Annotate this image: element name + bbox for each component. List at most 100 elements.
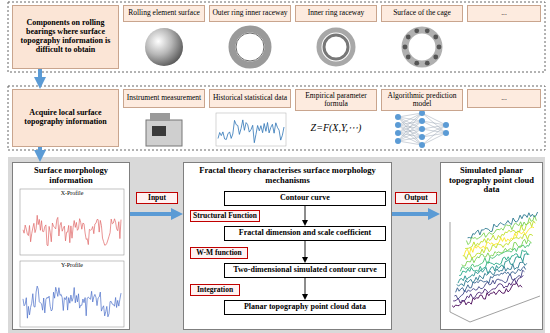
- text-label: Z=F(X,Y,⋯): [295, 122, 377, 133]
- network-link: [398, 121, 422, 141]
- node-text: Empirical parameter formula: [297, 92, 375, 109]
- gray-ground: [8, 157, 545, 333]
- network-neuron: [419, 126, 425, 132]
- network-link: [398, 113, 422, 141]
- network-neuron: [395, 138, 401, 144]
- node-text: Surface of the cage: [393, 9, 451, 17]
- node-text: Components on rolling bearings where sur…: [15, 19, 116, 55]
- topography-ridge: [454, 270, 524, 299]
- method-tag: Structural Function: [190, 210, 260, 222]
- chart-frame: [216, 113, 286, 146]
- item-cell: ...: [467, 89, 541, 108]
- ring-image: [324, 35, 348, 59]
- plot-axes: [450, 222, 540, 322]
- node-text: Integration: [197, 286, 233, 294]
- network-link: [398, 137, 422, 141]
- node-text: Instrument measurement: [127, 94, 201, 102]
- profile-line: [23, 286, 121, 318]
- topography-ridge: [456, 266, 526, 292]
- io-tag: Output: [395, 192, 437, 204]
- profile-line: [23, 215, 121, 245]
- instrument-image: [146, 120, 182, 146]
- topography-ridge: [465, 221, 535, 249]
- node-text: Algorithmic prediction model: [383, 92, 461, 109]
- header-cell: Acquire local surface topography informa…: [12, 89, 119, 147]
- flow-arrow: [38, 147, 42, 150]
- network-neuron: [419, 142, 425, 148]
- node-text: ...: [501, 9, 507, 17]
- flow-arrow: [392, 212, 428, 216]
- node-text: Rolling element surface: [128, 9, 200, 17]
- node-text: Historical statistical data: [213, 94, 287, 102]
- flow-arrow: [305, 278, 306, 294]
- instrument-image: [150, 113, 170, 121]
- cage-pocket: [425, 28, 430, 33]
- item-cell: Historical statistical data: [209, 89, 291, 108]
- network-link: [422, 113, 446, 133]
- text-label: Y-Profile: [20, 262, 124, 269]
- node-text: Simulated planar topography point cloud …: [444, 166, 539, 195]
- node-text: W-M function: [196, 249, 241, 257]
- network-neuron: [443, 122, 449, 128]
- process-box: Fractal dimension and scale coefficient: [224, 226, 386, 241]
- network-link: [398, 141, 422, 145]
- node-text: Fractal dimension and scale coefficient: [239, 229, 371, 238]
- topography-ridge: [466, 216, 536, 245]
- cage-pocket: [425, 61, 430, 66]
- instrument-image: [152, 126, 166, 136]
- item-cell: Outer ring inner raceway: [209, 5, 291, 22]
- network-link: [398, 125, 422, 145]
- topography-ridge: [452, 283, 522, 307]
- flow-arrow: [305, 206, 306, 220]
- cage-pocket: [433, 35, 438, 40]
- network-link: [422, 133, 446, 145]
- plot-frame: [20, 261, 124, 327]
- network-neuron: [419, 118, 425, 124]
- network-link: [398, 113, 422, 133]
- process-box: Planar topography point cloud data: [224, 300, 386, 315]
- panel-fill: [12, 162, 130, 330]
- cage-image: [405, 30, 439, 64]
- item-cell: ...: [467, 5, 541, 22]
- plot-frame: [20, 189, 124, 255]
- node-text: Planar topography point cloud data: [244, 303, 366, 312]
- header-cell: Components on rolling bearings where sur…: [12, 5, 119, 69]
- node-text: Two-dimensional simulated contour curve: [233, 266, 376, 275]
- flow-arrow: [38, 69, 42, 77]
- cage-pocket: [437, 45, 442, 50]
- network-neuron: [395, 122, 401, 128]
- io-tag: Input: [136, 192, 178, 204]
- item-cell: Empirical parameter formula: [295, 89, 377, 111]
- cage-pocket: [414, 28, 419, 33]
- cage-pocket: [414, 61, 419, 66]
- text-label: X-Profile: [20, 190, 124, 197]
- network-link: [398, 117, 422, 145]
- node-text: Structural Function: [193, 212, 257, 220]
- node-text: ...: [501, 94, 507, 102]
- network-neuron: [395, 114, 401, 120]
- method-tag: Integration: [190, 284, 240, 296]
- network-link: [422, 125, 446, 145]
- node-text: Inner ring raceway: [308, 9, 365, 17]
- flow-arrow: [130, 212, 171, 216]
- node-text: Contour curve: [280, 194, 330, 203]
- item-cell: Rolling element surface: [123, 5, 205, 22]
- node-text: Input: [148, 194, 166, 202]
- item-cell: Surface of the cage: [381, 5, 463, 22]
- panel: Simulated planar topography point cloud …: [440, 162, 543, 330]
- item-cell: Inner ring raceway: [295, 5, 377, 22]
- cage-pocket: [433, 55, 438, 60]
- cage-pocket: [406, 35, 411, 40]
- ball-image: [145, 28, 183, 66]
- cage-pocket: [406, 55, 411, 60]
- node-text: Fractal theory characterises surface mor…: [187, 166, 388, 185]
- topography-ridge: [468, 212, 538, 238]
- item-cell: Instrument measurement: [123, 89, 205, 108]
- node-text: Acquire local surface topography informa…: [15, 109, 116, 127]
- node-text: Outer ring inner raceway: [212, 9, 287, 17]
- process-box: Contour curve: [224, 191, 386, 206]
- method-tag: W-M function: [190, 247, 248, 259]
- network-link: [422, 113, 446, 125]
- panel-fill: [440, 162, 543, 330]
